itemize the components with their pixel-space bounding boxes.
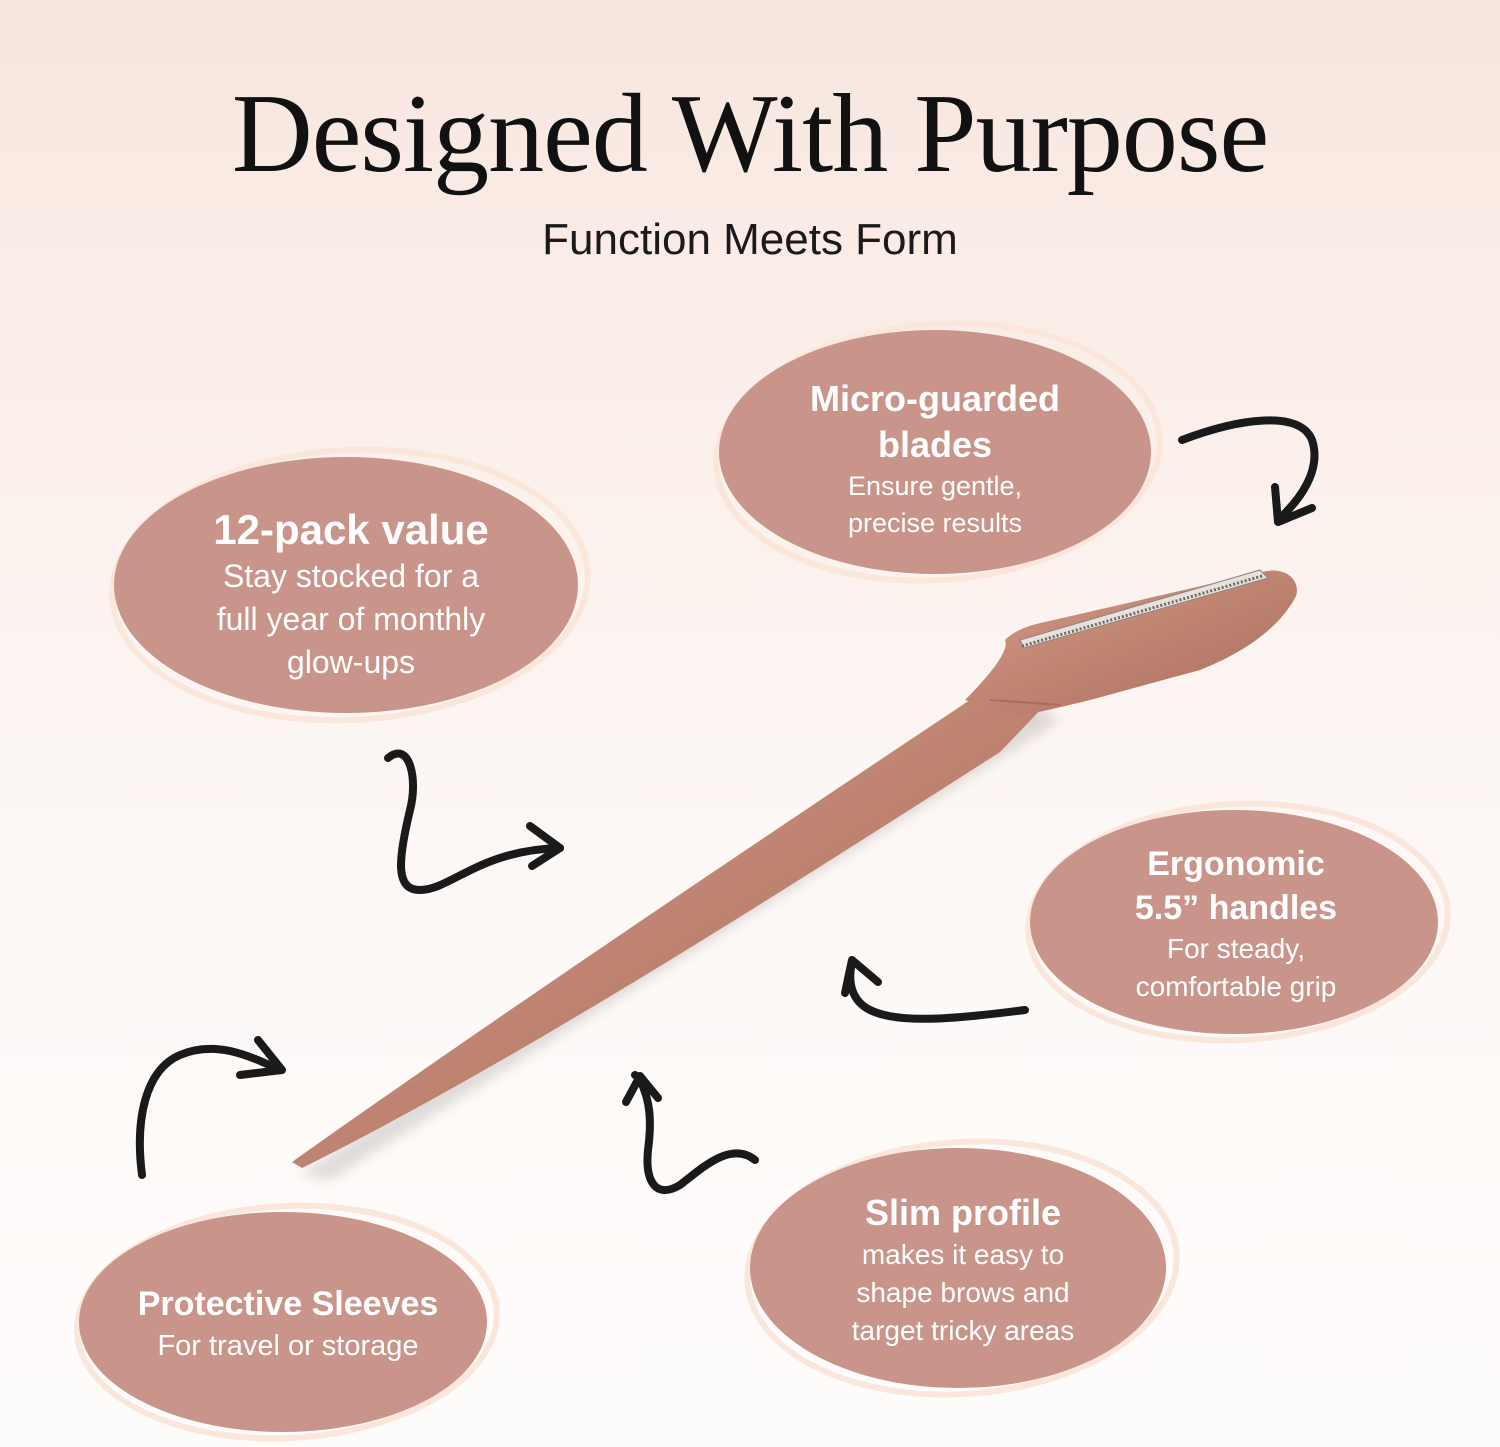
curved-arrow-icon	[1178, 416, 1319, 526]
curved-arrow-icon	[841, 956, 1029, 1023]
callout-title: Ergonomic	[1147, 845, 1325, 883]
bubble-twelve-pack	[109, 446, 591, 724]
dermaplaning-razor-icon	[292, 569, 1297, 1180]
curved-arrow-icon	[384, 749, 564, 894]
callout-title: 5.5” handles	[1134, 889, 1338, 927]
callout-description: makes it easy to	[861, 1239, 1065, 1270]
callout-title: Slim profile	[864, 1192, 1062, 1233]
callout-title: Protective Sleeves	[137, 1285, 439, 1323]
callout-description: For steady,	[1167, 933, 1305, 964]
page-title: Designed With Purpose	[231, 72, 1269, 196]
bubble-slim-profile	[744, 1138, 1180, 1398]
callout-description: Stay stocked for a	[222, 558, 480, 594]
callout-description: precise results	[847, 508, 1023, 538]
page-subtitle: Function Meets Form	[542, 215, 958, 264]
curved-arrow-icon	[622, 1071, 759, 1194]
callout-description: full year of monthly	[216, 601, 486, 637]
callout-description: glow-ups	[286, 644, 416, 680]
callout-title: blades	[877, 424, 993, 465]
callout-description: target tricky areas	[851, 1315, 1075, 1346]
callout-title: 12-pack value	[213, 506, 489, 553]
callout-ergonomic: Ergonomic 5.5” handles For steady, comfo…	[1040, 842, 1432, 1006]
callout-description: comfortable grip	[1135, 971, 1337, 1002]
bubble-ergonomic	[1025, 800, 1451, 1044]
curved-arrow-icon	[135, 1036, 286, 1179]
callout-slim-profile: Slim profile makes it easy to shape brow…	[758, 1190, 1168, 1350]
callout-micro-guarded: Micro-guarded blades Ensure gentle, prec…	[735, 376, 1135, 542]
callout-twelve-pack: 12-pack value Stay stocked for a full ye…	[136, 505, 566, 684]
callout-description: Ensure gentle,	[847, 471, 1023, 501]
bubble-micro-guarded	[713, 320, 1163, 584]
bubble-protective	[74, 1202, 500, 1442]
callout-description: shape brows and	[856, 1277, 1070, 1308]
callout-description: For travel or storage	[157, 1330, 419, 1362]
callout-title: Micro-guarded	[809, 378, 1060, 419]
callout-protective: Protective Sleeves For travel or storage	[90, 1282, 486, 1366]
